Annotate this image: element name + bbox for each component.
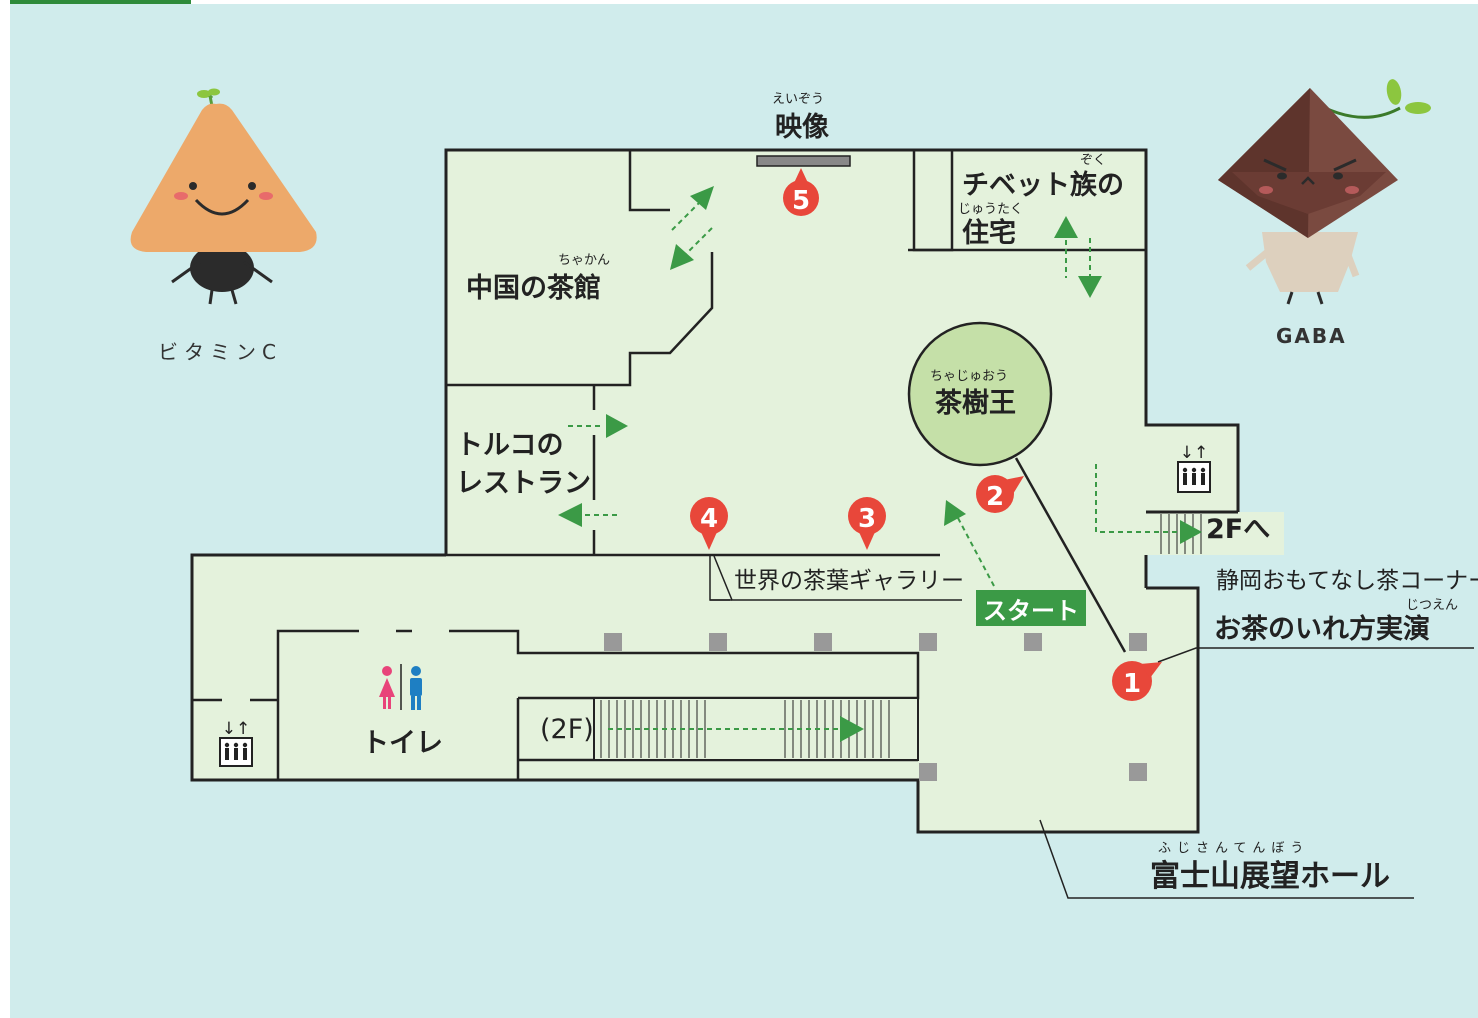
elevator-icon: ↓↑ — [1177, 443, 1211, 493]
marker-2-label: 2 — [986, 482, 1004, 512]
marker-3-label: 3 — [858, 504, 876, 534]
gaba-mascot — [1218, 79, 1431, 305]
toilet-label: トイレ — [362, 728, 443, 759]
tibet-label-line2: 住宅 — [962, 218, 1016, 249]
shizuoka-corner-line2: お茶のいれ方実演 — [1214, 614, 1430, 645]
shizuoka-furigana: じつえん — [1406, 598, 1459, 613]
floor-area — [192, 150, 1284, 832]
marker-2[interactable]: 2 — [976, 475, 1024, 513]
china-teahouse-furigana: ちゃかん — [558, 253, 611, 268]
to-2f-label[interactable]: 2Fへ — [1206, 514, 1271, 545]
gallery-label: 世界の茶葉ギャラリー — [734, 568, 964, 594]
vitamin-c-mascot — [130, 88, 317, 305]
pillars — [604, 633, 1147, 781]
marker-1[interactable]: 1 — [1112, 661, 1162, 701]
header-tab — [10, 0, 191, 4]
tea-tree-circle — [907, 321, 1053, 467]
start-label[interactable]: スタート — [976, 590, 1086, 626]
svg-text:↓↑: ↓↑ — [222, 719, 251, 739]
video-furigana: えいぞう — [772, 92, 825, 107]
shizuoka-corner-line1: 静岡おもてなし茶コーナー — [1216, 568, 1478, 594]
route-dashes — [568, 199, 1180, 730]
marker-5[interactable]: 5 — [783, 168, 819, 216]
gaba-name: GABA — [1276, 324, 1347, 348]
svg-text:↓↑: ↓↑ — [1180, 443, 1209, 463]
fuji-hall-label: 富士山展望ホール — [1150, 859, 1390, 894]
leader-lines — [709, 555, 1474, 899]
tibet-zoku-furigana: ぞく — [1080, 153, 1107, 168]
marker-4[interactable]: 4 — [690, 497, 728, 550]
outer-walls — [190, 148, 1240, 834]
restroom-icon — [379, 664, 422, 710]
fuji-hall-furigana: ふじさんてんぼう — [1158, 841, 1310, 856]
elevator-icon: ↓↑ — [219, 719, 253, 767]
tibet-jutaku-furigana: じゅうたく — [958, 202, 1024, 217]
video-screen — [756, 155, 851, 167]
turkey-restaurant-line2: レストラン — [456, 468, 591, 499]
tea-tree-furigana: ちゃじゅおう — [930, 369, 1009, 384]
tea-tree-label: 茶樹王 — [935, 388, 1016, 419]
china-teahouse-label: 中国の茶館 — [466, 273, 601, 304]
vitamin-c-name: ビタミンC — [158, 340, 282, 364]
marker-4-label: 4 — [700, 504, 718, 534]
marker-5-label: 5 — [792, 186, 810, 216]
marker-1-label: 1 — [1123, 669, 1141, 699]
route-arrows — [558, 186, 1202, 742]
marker-3[interactable]: 3 — [848, 497, 886, 550]
tibet-label-line1: チベット族の — [962, 170, 1124, 201]
from-2f-label: (2F) — [540, 714, 594, 745]
turkey-restaurant-line1: トルコの — [456, 430, 564, 461]
video-label: 映像 — [775, 112, 829, 143]
